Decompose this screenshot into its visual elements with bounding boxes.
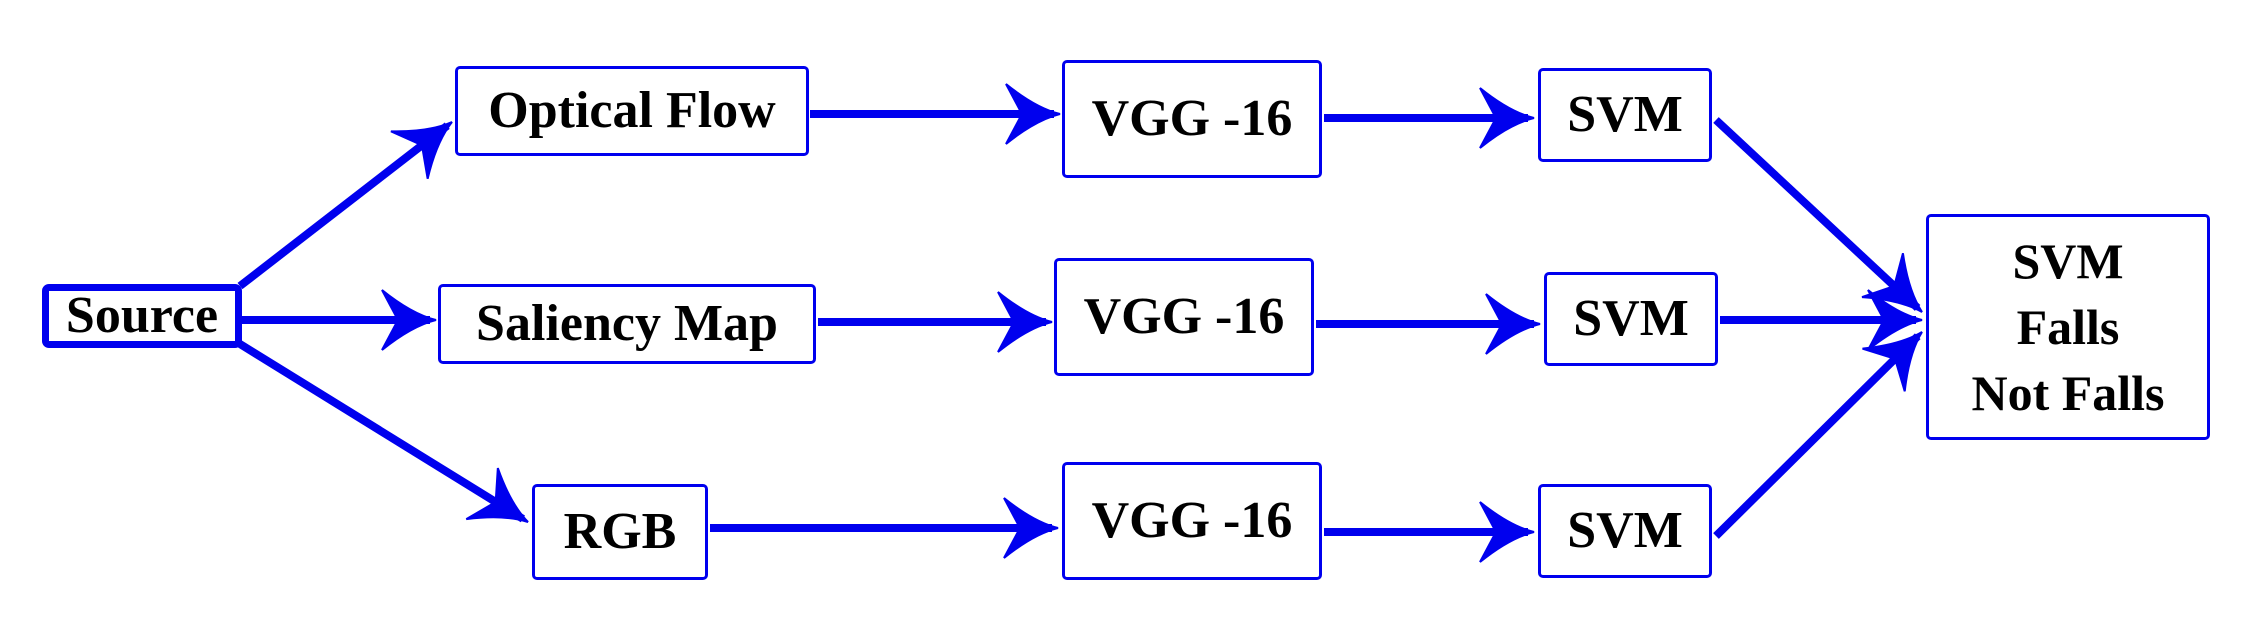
arrow-svm-middle-to-output [1720,289,1923,351]
arrow-svm-top-to-output-shaft [1713,117,1921,311]
svm-label-bottom: SVM [1567,502,1683,559]
svm-label-middle: SVM [1573,290,1689,347]
arrow-source-to-optical-flow [237,121,453,290]
arrow-optical-flow-to-vgg16-head [1005,83,1061,145]
arrow-svm-bottom-to-output-shaft [1713,333,1921,539]
output-line-falls: Falls [2016,299,2120,355]
arrow-source-to-saliency-map-head [381,289,437,351]
arrow-svm-bottom-to-output-head [1862,331,1923,392]
arrow-optical-flow-to-vgg16 [810,83,1061,145]
arrow-svm-bottom-to-output [1713,331,1923,539]
arrow-source-to-rgb-head [465,467,529,523]
arrow-rgb-to-vgg16 [710,497,1059,559]
arrow-svm-top-to-output [1713,117,1923,313]
source-label: Source [65,287,219,344]
arrow-source-to-optical-flow-shaft [237,122,450,290]
output-node: SVM Falls Not Falls [1926,214,2210,440]
saliency-map-node: Saliency Map [438,284,816,364]
vgg16-label-bottom: VGG -16 [1091,492,1293,549]
arrow-source-to-rgb-shaft [237,340,525,523]
arrow-vgg16-to-svm-top [1324,87,1535,149]
arrow-vgg16-to-svm-bottom-head [1479,501,1535,563]
arrow-vgg16-to-svm-top-head [1479,87,1535,149]
output-line-svm: SVM [2012,233,2124,289]
vgg16-label-top: VGG -16 [1091,90,1293,147]
arrow-vgg16-to-svm-middle-head [1485,293,1541,355]
arrow-source-to-saliency-map [240,289,437,351]
arrow-vgg16-to-svm-bottom [1324,501,1535,563]
rgb-node: RGB [532,484,708,580]
arrow-source-to-rgb [237,340,529,523]
arrow-vgg16-to-svm-middle [1316,293,1541,355]
source-node: Source [42,284,242,348]
saliency-map-label: Saliency Map [476,295,778,352]
svm-node-middle: SVM [1544,272,1718,366]
arrow-saliency-map-to-vgg16 [818,291,1053,353]
arrow-saliency-map-to-vgg16-head [997,291,1053,353]
vgg16-node-top: VGG -16 [1062,60,1322,178]
arrow-svm-middle-to-output-head [1867,289,1923,351]
optical-flow-label: Optical Flow [488,82,776,139]
svm-node-top: SVM [1538,68,1712,162]
vgg16-node-middle: VGG -16 [1054,258,1314,376]
vgg16-node-bottom: VGG -16 [1062,462,1322,580]
vgg16-label-middle: VGG -16 [1083,288,1285,345]
arrow-rgb-to-vgg16-head [1003,497,1059,559]
arrow-source-to-optical-flow-head [390,121,453,180]
svm-label-top: SVM [1567,86,1683,143]
rgb-label: RGB [563,503,677,560]
optical-flow-node: Optical Flow [455,66,809,156]
svm-node-bottom: SVM [1538,484,1712,578]
output-line-not-falls: Not Falls [1971,365,2165,421]
